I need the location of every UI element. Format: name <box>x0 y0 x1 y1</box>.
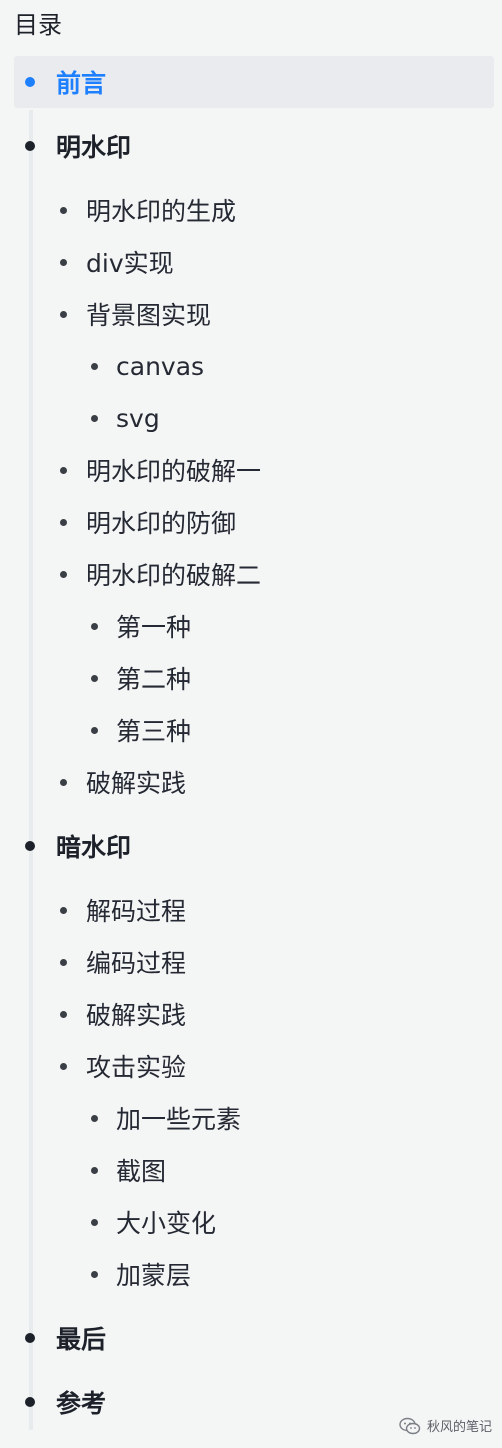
toc-item-attack-experiment[interactable]: 攻击实验 <box>60 1044 186 1088</box>
toc-item-label: 第三种 <box>116 717 192 746</box>
toc-item-label: div实现 <box>86 249 174 278</box>
toc-item-decoding[interactable]: 解码过程 <box>60 888 186 932</box>
bullet-dot-icon <box>60 778 67 786</box>
bullet-dot-icon <box>91 414 98 422</box>
bullet-dot-icon <box>60 570 67 578</box>
toc-item-label: 加一些元素 <box>116 1105 242 1134</box>
toc-item-label: 明水印的破解一 <box>86 457 262 486</box>
bullet-dot-icon <box>91 1218 98 1226</box>
bullet-dot-icon <box>25 1333 35 1343</box>
bullet-dot-icon <box>91 1270 98 1278</box>
toc-item-label: 背景图实现 <box>86 301 212 330</box>
wechat-icon <box>399 1417 421 1434</box>
toc-item-label: 最后 <box>56 1325 107 1354</box>
toc-item-method-one[interactable]: 第一种 <box>91 604 191 648</box>
toc-item-label: 明水印的生成 <box>86 197 237 226</box>
toc-item-watermark-generation[interactable]: 明水印的生成 <box>60 188 236 232</box>
bullet-dot-icon <box>25 1397 35 1407</box>
toc-item-label: 参考 <box>56 1389 107 1418</box>
toc-item-crack-practice[interactable]: 破解实践 <box>60 760 186 804</box>
toc-item-references[interactable]: 参考 <box>14 1376 494 1428</box>
bullet-dot-icon <box>91 622 98 630</box>
bullet-dot-icon <box>60 206 67 214</box>
toc-rail <box>29 110 33 1430</box>
toc-item-conclusion[interactable]: 最后 <box>14 1312 494 1364</box>
toc-item-resize[interactable]: 大小变化 <box>91 1200 216 1244</box>
toc-item-label: 破解实践 <box>86 769 187 798</box>
bullet-dot-icon <box>91 362 98 370</box>
toc-title: 目录 <box>14 11 62 39</box>
toc-item-method-three[interactable]: 第三种 <box>91 708 191 752</box>
toc-item-label: 明水印的破解二 <box>86 561 262 590</box>
toc-item-method-two[interactable]: 第二种 <box>91 656 191 700</box>
toc-item-overlay[interactable]: 加蒙层 <box>91 1252 191 1296</box>
toc-item-label: canvas <box>116 351 205 381</box>
source-watermark: 秋风的笔记 <box>399 1416 492 1435</box>
toc-item-crack-practice-2[interactable]: 破解实践 <box>60 992 186 1036</box>
toc-item-canvas[interactable]: canvas <box>91 344 204 388</box>
toc-item-label: 加蒙层 <box>116 1261 192 1290</box>
bullet-dot-icon <box>91 674 98 682</box>
toc-item-label: 解码过程 <box>86 897 187 926</box>
toc-item-crack-two[interactable]: 明水印的破解二 <box>60 552 261 596</box>
toc-item-visible-watermark[interactable]: 明水印 <box>14 120 494 172</box>
bullet-dot-icon <box>60 906 67 914</box>
watermark-text: 秋风的笔记 <box>426 1420 492 1435</box>
toc-item-add-elements[interactable]: 加一些元素 <box>91 1096 241 1140</box>
toc-item-label: 破解实践 <box>86 1001 187 1030</box>
toc-item-label: 第二种 <box>116 665 192 694</box>
bullet-dot-icon <box>25 841 35 851</box>
bullet-dot-icon <box>60 958 67 966</box>
bullet-dot-icon <box>91 1166 98 1174</box>
toc-item-label: 第一种 <box>116 613 192 642</box>
toc-item-preface[interactable]: 前言 <box>14 56 494 108</box>
toc-item-screenshot[interactable]: 截图 <box>91 1148 166 1192</box>
bullet-dot-icon <box>60 466 67 474</box>
bullet-dot-icon <box>25 77 35 87</box>
bullet-dot-icon <box>60 1010 67 1018</box>
toc-item-defense[interactable]: 明水印的防御 <box>60 500 236 544</box>
toc-item-label: 明水印的防御 <box>86 509 237 538</box>
toc-item-label: 明水印 <box>56 133 132 162</box>
toc-item-label: 攻击实验 <box>86 1053 187 1082</box>
toc-item-crack-one[interactable]: 明水印的破解一 <box>60 448 261 492</box>
toc-item-background-image[interactable]: 背景图实现 <box>60 292 211 336</box>
toc-item-encoding[interactable]: 编码过程 <box>60 940 186 984</box>
toc-item-svg[interactable]: svg <box>91 396 160 440</box>
bullet-dot-icon <box>60 1062 67 1070</box>
toc-item-div-implementation[interactable]: div实现 <box>60 240 174 284</box>
toc-item-hidden-watermark[interactable]: 暗水印 <box>14 820 494 872</box>
toc-item-label: 编码过程 <box>86 949 187 978</box>
bullet-dot-icon <box>25 141 35 151</box>
toc-item-label: svg <box>116 403 160 433</box>
toc-item-label: 截图 <box>116 1157 167 1186</box>
bullet-dot-icon <box>60 310 67 318</box>
bullet-dot-icon <box>60 518 67 526</box>
bullet-dot-icon <box>91 1114 98 1122</box>
bullet-dot-icon <box>60 258 67 266</box>
toc-item-label: 暗水印 <box>56 833 132 862</box>
toc-item-label: 前言 <box>56 69 107 98</box>
toc-item-label: 大小变化 <box>116 1209 217 1238</box>
bullet-dot-icon <box>91 726 98 734</box>
